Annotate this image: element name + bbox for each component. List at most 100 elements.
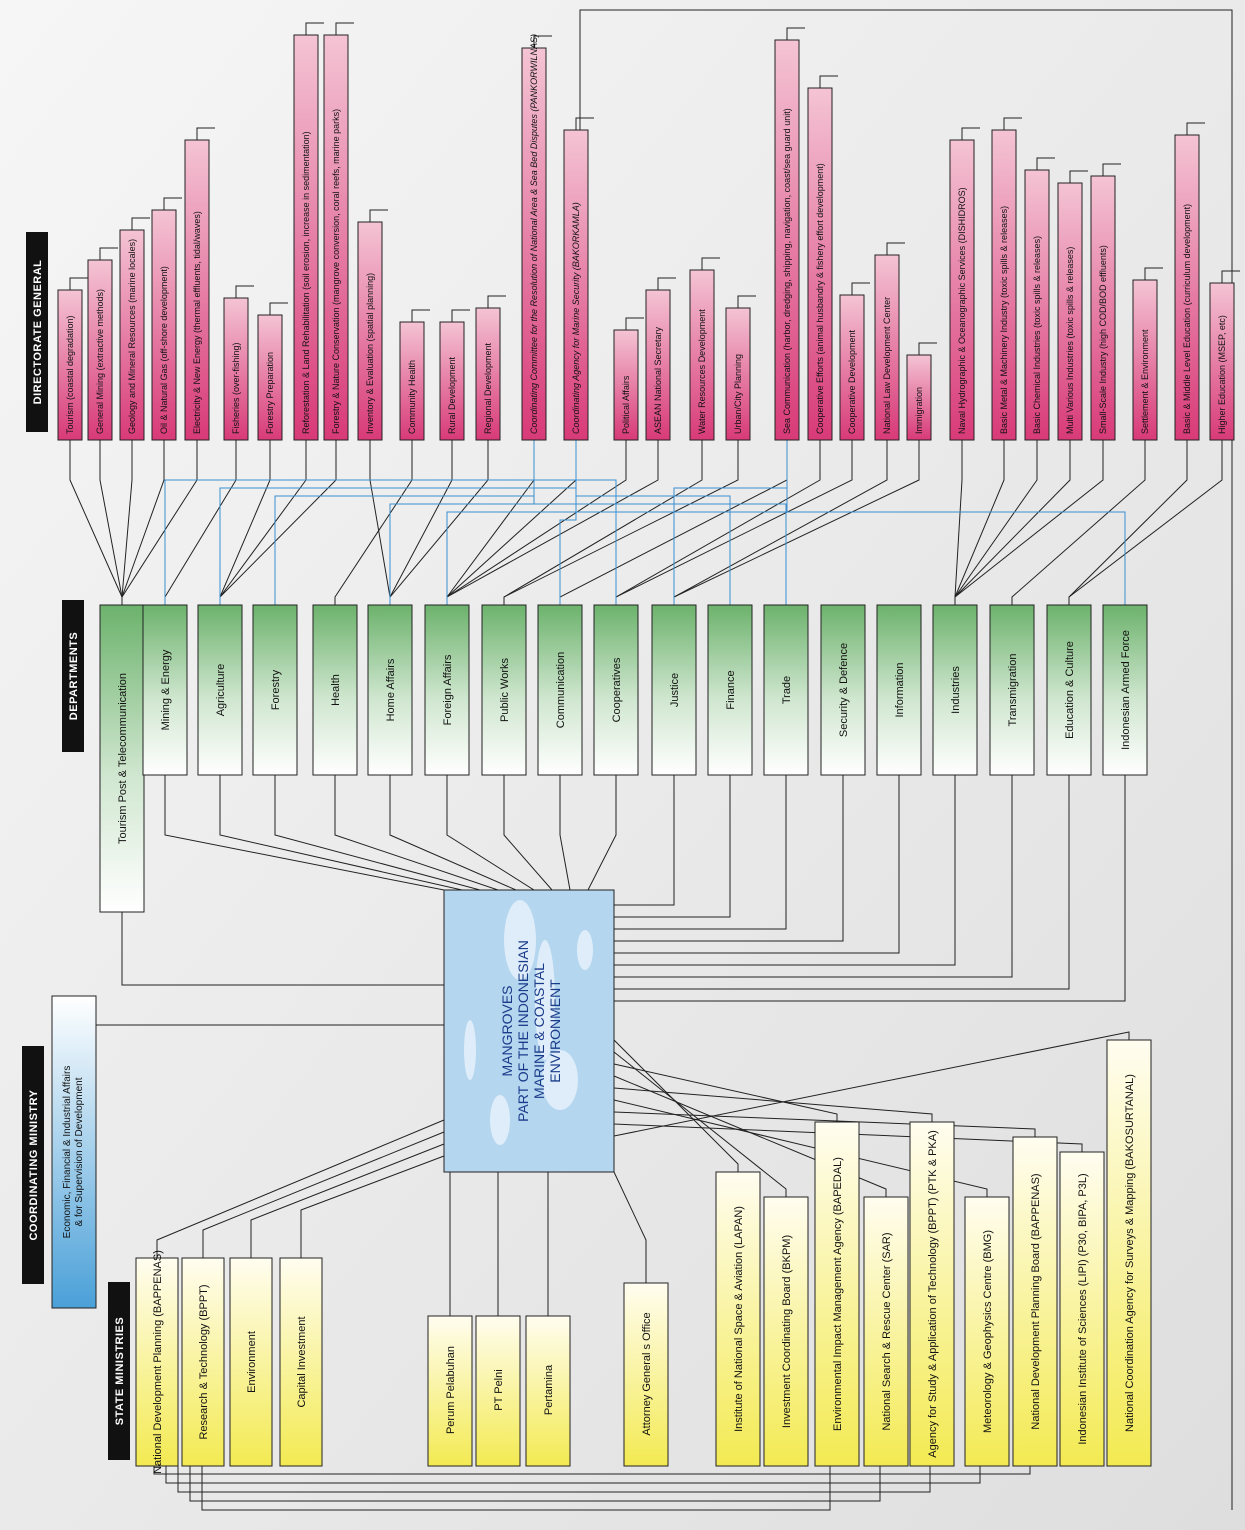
agency-item-6-label: National Development Planning Board (BAP… [1030,1173,1042,1429]
directorate-hook-line [335,22,354,35]
directorate-hook-line [1036,157,1055,170]
agency-to-center-line [613,1111,1036,1137]
department-to-center-line [219,775,463,891]
directorate-general-item-28-label: Small-Scale Industry (high COD/BOD efflu… [1098,245,1108,434]
directorate-general-item-6-box [257,314,283,441]
directorate-general-item-26-box [1024,169,1050,441]
agency-item-4-label: Agency for Study & Application of Techno… [927,1130,939,1458]
department-item-13-label: Security & Defence [838,643,850,737]
directorate-general-item-2-box [119,229,145,441]
agency-item-5-label: Meteorology & Geophysics Centre (BMG) [982,1230,994,1433]
directorate-general-item-9: Inventory & Evaluation (spatial planning… [357,221,383,441]
header-state-ministries-box [108,1282,130,1460]
directorate-general-item-7: Reforestation & Land Rehabilitation (soi… [293,34,319,441]
bottom-bus-line [189,1466,881,1502]
directorate-general-item-22: National Law Development Center [874,254,900,441]
directorate-general-item-8: Forestry & Nature Conservation (mangrove… [323,34,349,441]
directorate-general-item-2: Geology and Mineral Resources (marine lo… [119,229,145,441]
agency-item-6-box [1012,1136,1058,1467]
directorate-general-item-15-box [613,329,639,441]
department-item-14-label: Information [894,662,906,717]
department-to-center-line [614,775,787,930]
department-item-16-label: Transmigration [1007,654,1019,727]
department-item-11: Finance [707,604,753,776]
department-to-center-line [503,775,553,891]
directorate-general-item-31-box [1209,282,1235,441]
agency-item-7-label: Indonesian Institute of Sciences (LIPI) … [1077,1173,1089,1444]
department-item-4: Health [312,604,358,776]
directorate-hook-line [737,295,756,308]
agency-item-3: National Search & Rescue Center (SAR) [863,1196,909,1467]
directorate-general-item-12-box [475,307,501,441]
directorate-hook-line [269,302,288,315]
agency-item-1-label: Investment Coordinating Board (BKPM) [781,1235,793,1428]
directorate-hook-line [657,277,676,290]
department-item-9-box [593,604,639,776]
directorate-general-item-15: Political Affairs [613,329,639,441]
department-item-7-label: Public Works [499,658,511,722]
bottom-bus-line [165,1466,981,1484]
directorate-hook-line [575,117,594,130]
department-item-5-box [367,604,413,776]
state-enterprise-item-0-box [427,1315,473,1467]
state-ministry-item-2-box [229,1257,273,1467]
directorate-general-item-9-label: Inventory & Evaluation (spatial planning… [365,273,375,434]
department-item-4-box [312,604,358,776]
directorate-general-item-23: Immigration [906,354,932,441]
directorate-general-item-24: Naval Hydrographic & Oceanographic Servi… [949,139,975,441]
department-item-16-box [989,604,1035,776]
department-item-9: Cooperatives [593,604,639,776]
agency-item-8-box [1106,1039,1152,1467]
department-item-3: Forestry [252,604,298,776]
directorate-general-item-10-box [399,321,425,441]
department-item-14: Information [876,604,922,776]
department-item-3-label: Forestry [270,669,282,710]
directorate-general-item-1-label: General Mining (extractive methods) [95,289,105,434]
directorate-general-item-12-label: Regional Development [483,342,493,434]
department-item-17-box [1046,604,1092,776]
header-coordinating-ministry-box [22,1046,44,1284]
directorate-general-item-22-label: National Law Development Center [882,297,892,434]
directorate-general-item-8-label: Forestry & Nature Conservation (mangrove… [331,109,341,434]
state-ministry-item-0-box [135,1257,179,1467]
island-shape [542,1050,578,1110]
directorate-hook-line [99,247,118,260]
state-ministry-item-3-label: Capital Investment [296,1316,308,1407]
directorate-general-item-11-label: Rural Development [447,356,457,434]
directorate-general-item-16: ASEAN National Secretary [645,289,671,441]
directorate-hook-line [1003,117,1022,130]
department-item-6: Foreign Affairs [424,604,470,776]
department-item-8: Communication [537,604,583,776]
department-to-center-line [614,775,956,966]
department-to-directorate-line [1011,440,1146,605]
attorney-general-office-box [623,1282,669,1467]
island-shape [490,1095,510,1145]
directorate-general-item-26-label: Basic Chemical Industries (toxic spills … [1032,236,1042,434]
department-item-9-label: Cooperatives [611,657,623,722]
directorate-general-item-2-label: Geology and Mineral Resources (marine lo… [127,239,137,434]
header-departments-box [62,600,84,752]
directorate-general-item-18-box [725,307,751,441]
department-item-7-box [481,604,527,776]
state-enterprise-item-2-box [525,1315,571,1467]
department-item-2-label: Agriculture [215,664,227,717]
directorate-hook-line [487,295,506,308]
department-item-10-box [651,604,697,776]
agency-item-5: Meteorology & Geophysics Centre (BMG) [964,1196,1010,1467]
department-item-2-box [197,604,243,776]
blue-cross-link [575,440,731,605]
directorate-hook-line [1069,170,1088,183]
directorate-general-item-30: Basic & Middle Level Education (curricul… [1174,134,1200,441]
agency-item-7-box [1059,1151,1105,1467]
directorate-hook-line [786,27,805,40]
department-item-7: Public Works [481,604,527,776]
department-item-14-box [876,604,922,776]
directorate-general-item-4: Electricity & New Energy (thermal efflue… [184,139,210,441]
directorate-general-item-27-label: Multi Various Industries (toxic spills &… [1065,247,1075,434]
department-item-4-label: Health [330,674,342,706]
directorate-general-item-24-box [949,139,975,441]
directorate-general-item-5-label: Fisheries (over-fishing) [231,342,241,434]
directorate-general-item-31: Higher Education (MSEP, etc) [1209,282,1235,441]
directorate-general-item-17: Water Resources Development [689,269,715,441]
department-item-1: Mining & Energy [142,604,188,776]
